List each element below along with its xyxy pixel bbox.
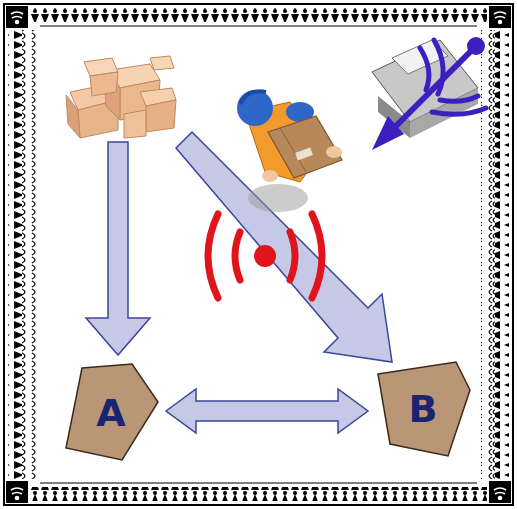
border-teeth: [495, 30, 509, 479]
border-teeth: [30, 8, 487, 22]
zone-label: A: [96, 394, 125, 432]
border-teeth: [30, 487, 487, 501]
border-teeth: [8, 30, 22, 479]
zone-label: B: [409, 390, 438, 428]
drop-zone: A: [62, 362, 160, 464]
corner-beacon: [6, 6, 511, 503]
wireless-signal: [208, 214, 322, 298]
flow-arrow: [86, 142, 150, 355]
drop-zone: B: [374, 360, 472, 458]
worker: [237, 90, 342, 212]
box-pile: [66, 56, 176, 138]
border-waves: [481, 30, 495, 479]
border-waves: [22, 30, 36, 479]
transfer-arrow: [166, 389, 368, 433]
signal-emitter: [372, 37, 486, 150]
